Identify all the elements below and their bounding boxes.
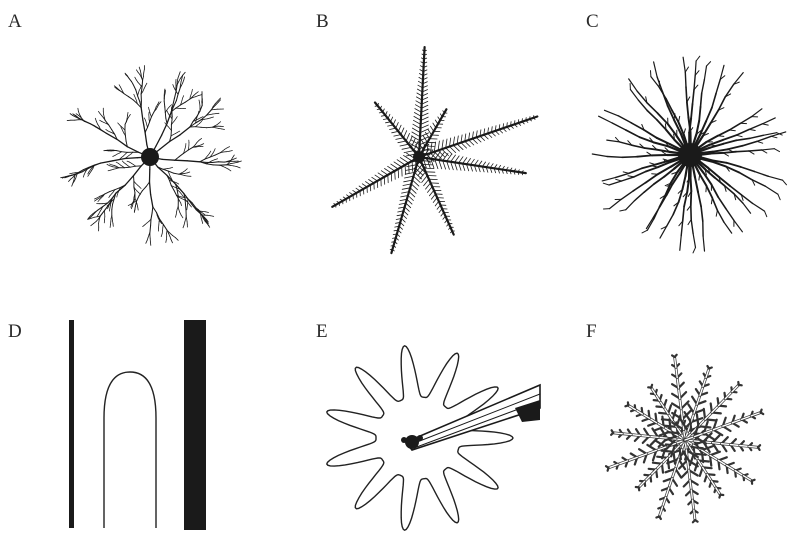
channel-wall-left	[69, 320, 74, 528]
dendritic-star-icon	[315, 40, 550, 260]
dense-branching-aggregate-icon	[10, 40, 280, 270]
viscous-fingering-flower-icon	[300, 330, 540, 535]
panel-label-c: C	[586, 12, 599, 31]
panel-label-d: D	[8, 322, 22, 341]
panel-label-b: B	[316, 12, 329, 31]
radial-fingers-aggregate-icon	[595, 62, 785, 252]
channel-finger-icon	[60, 318, 220, 533]
panel-label-a: A	[8, 12, 22, 31]
finger-outline	[104, 372, 156, 528]
leafy-dendrite-icon	[588, 348, 783, 533]
panel-label-f: F	[586, 322, 597, 341]
channel-wall-right	[184, 320, 206, 530]
